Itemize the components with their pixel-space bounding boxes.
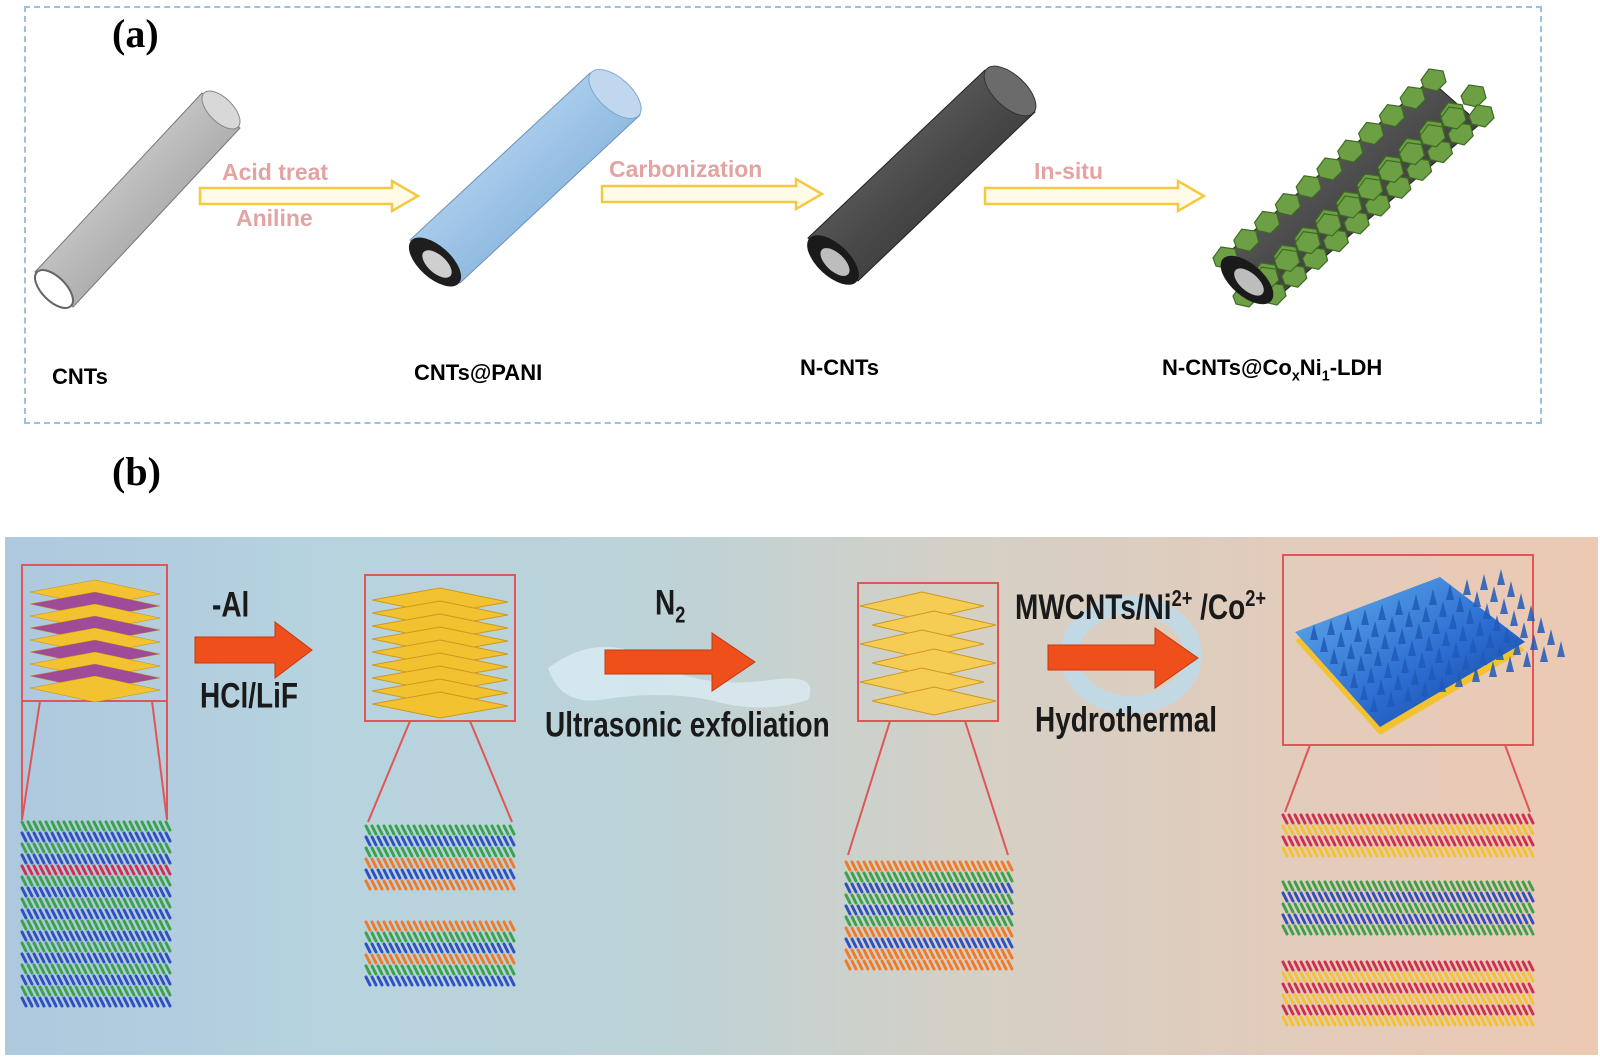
b-step-2-top-label: N2	[655, 583, 686, 628]
n-cnts-label: N-CNTs	[800, 355, 880, 380]
panel-b-label: (b)	[112, 449, 161, 494]
panel-a-label: (a)	[112, 11, 159, 56]
exfoliated-mxene-stack	[859, 591, 997, 716]
ldh-coated-tube	[1212, 68, 1495, 308]
etched-mxene-stack	[371, 587, 509, 719]
max-phase-stack	[29, 579, 161, 703]
b-step-arrow-1	[194, 620, 313, 680]
max-atomic-structure	[20, 820, 172, 1008]
b-step-3-top-label: MWCNTs/Ni2+ /Co2+	[1015, 586, 1266, 627]
step-2-top-label: Carbonization	[609, 156, 763, 182]
mxene-atomic-structure	[364, 824, 516, 987]
step-arrow-2	[600, 176, 825, 212]
step-arrow-1	[198, 178, 421, 214]
cnt-tube	[34, 90, 241, 309]
cnt-pani-tube	[408, 69, 642, 287]
step-1-top-label: Acid treat	[222, 159, 329, 185]
exfoliated-mxene-box	[857, 582, 999, 722]
b-step-arrow-3	[1047, 627, 1199, 689]
b-step-2-bottom-label: Ultrasonic exfoliation	[545, 705, 830, 744]
exfoliated-atomic-structure	[844, 860, 1014, 971]
n-cnt-tube	[807, 65, 1037, 285]
cnts-pani-label: CNTs@PANI	[414, 360, 543, 385]
panel-a-graphics	[34, 65, 1495, 309]
b-step-3-bottom-label: Hydrothermal	[1035, 700, 1218, 739]
step-1-bottom-label: Aniline	[236, 205, 313, 231]
panel-a-frame	[24, 6, 1542, 424]
composite-surface	[1295, 569, 1565, 735]
cnts-label: CNTs	[52, 364, 108, 389]
zoom-lines	[21, 700, 1531, 856]
b-step-1-top-label: -Al	[212, 585, 250, 624]
step-arrow-3	[983, 178, 1207, 214]
b-step-arrow-2	[604, 632, 756, 692]
composite-atomic-structure	[1281, 813, 1535, 1027]
step-3-top-label: In-situ	[1034, 158, 1103, 184]
etched-mxene-box	[364, 574, 516, 722]
n-cnts-ldh-label: N-CNTs@CoxNi1-LDH	[1162, 355, 1383, 385]
b-step-1-bottom-label: HCl/LiF	[200, 676, 298, 715]
